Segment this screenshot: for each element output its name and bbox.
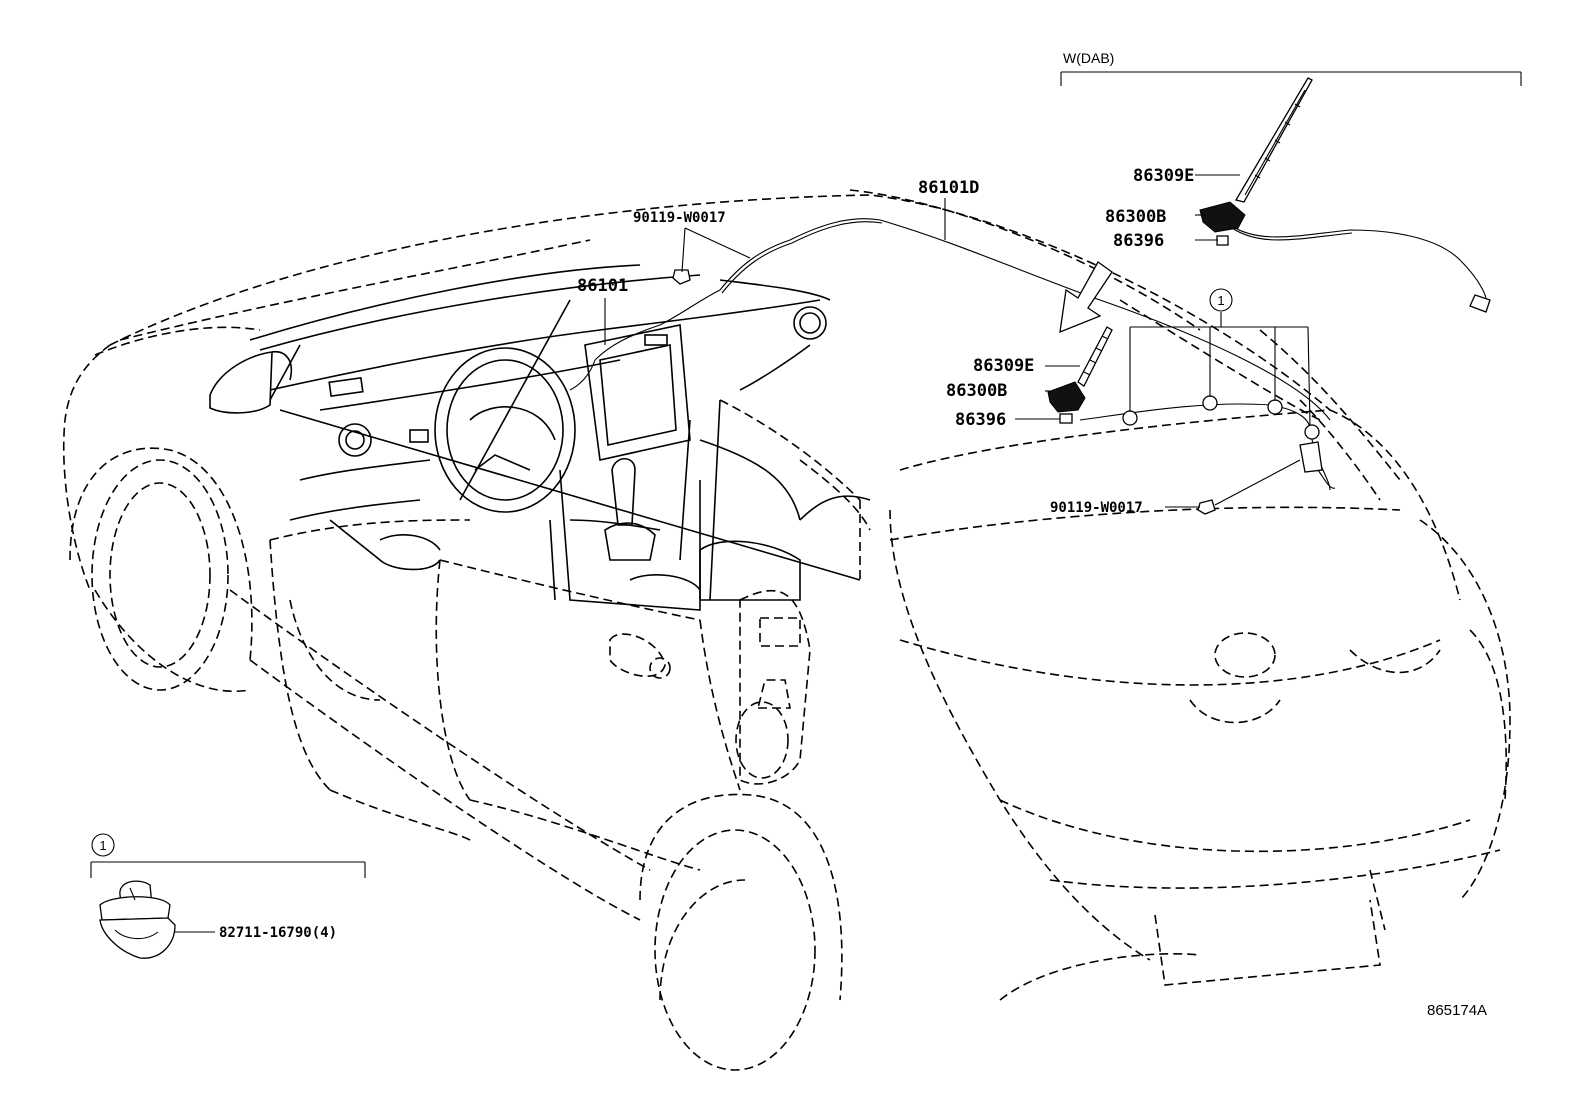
label-86396-top: 86396 — [1113, 231, 1164, 251]
antenna-base-86300B — [1047, 381, 1086, 413]
antenna-rod-86309E-top — [1234, 77, 1313, 203]
callout-circle-clamps — [1209, 288, 1233, 312]
bolt-90119-W0017-front — [672, 269, 691, 285]
label-86300B-top: 86300B — [1105, 207, 1166, 227]
leader-lines — [165, 174, 1311, 933]
variant-label: W(DAB) — [1063, 50, 1114, 66]
label-90119-W0017-front: 90119-W0017 — [633, 210, 726, 226]
antenna-rod-86309E — [1077, 326, 1113, 387]
label-90119-W0017-rear: 90119-W0017 — [1050, 500, 1143, 516]
label-86309E-top: 86309E — [1133, 166, 1194, 186]
label-86101D: 86101D — [918, 178, 979, 198]
dab-connector — [1469, 294, 1491, 313]
label-86396: 86396 — [955, 410, 1006, 430]
interior-outline — [209, 264, 871, 611]
clamps — [1122, 395, 1320, 440]
nut-86396 — [1059, 413, 1073, 424]
car-body-outline — [62, 189, 1511, 1071]
callout-number-clamps: 1 — [1217, 293, 1224, 308]
nut-86396-top — [1216, 235, 1229, 246]
label-86300B: 86300B — [946, 381, 1007, 401]
antenna-base-86300B-top — [1199, 201, 1246, 233]
bolt-90119-W0017-rear — [1197, 459, 1301, 515]
label-86309E: 86309E — [973, 356, 1034, 376]
callout-number-inset: 1 — [99, 838, 106, 853]
label-86101: 86101 — [577, 276, 628, 296]
variant-bracket — [1060, 71, 1522, 86]
rear-connector — [1299, 441, 1336, 489]
figure-reference: 865174A — [1427, 1002, 1487, 1019]
direction-arrow — [1059, 261, 1113, 334]
antenna-cords — [569, 218, 1487, 491]
clamp-detail-inset: 1 — [90, 833, 366, 959]
callout-circle-inset — [91, 833, 115, 857]
label-82711-16790: 82711-16790(4) — [219, 925, 337, 941]
